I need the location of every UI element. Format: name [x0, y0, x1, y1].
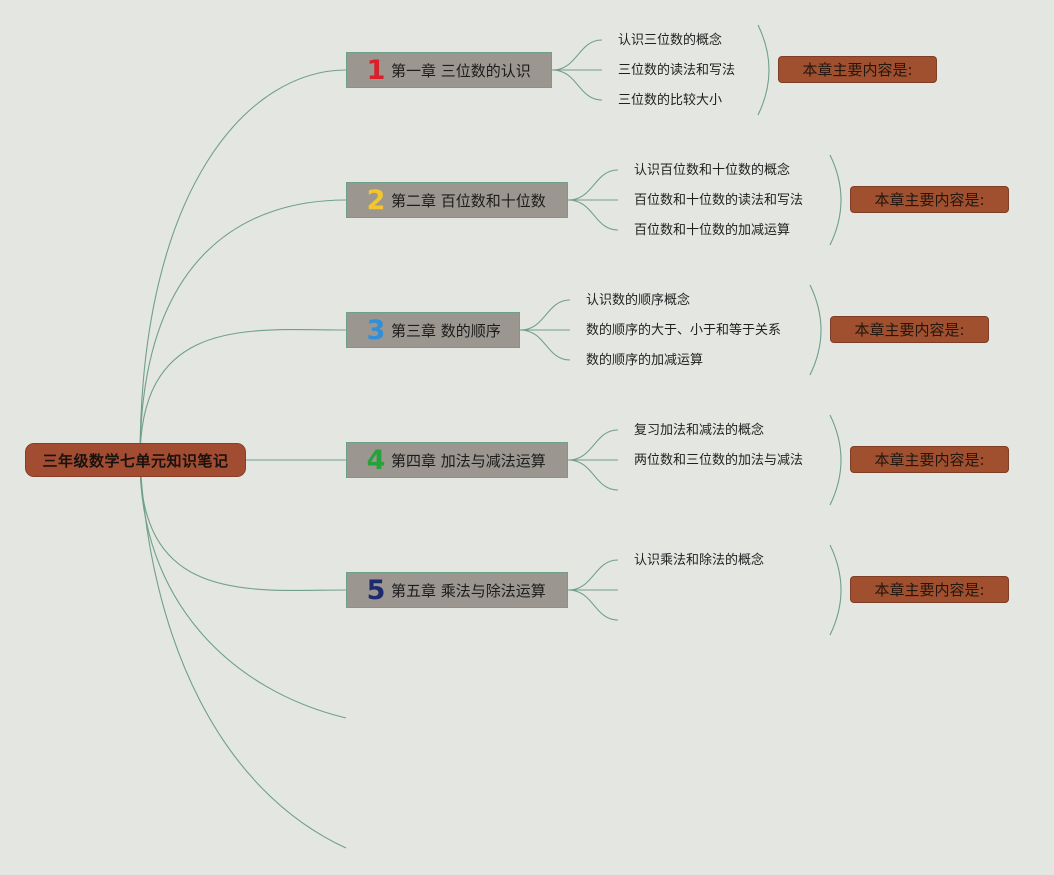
root-topic[interactable]: 三年级数学七单元知识笔记 — [25, 443, 246, 477]
chapter-4-label: 第四章 加法与减法运算 — [391, 451, 546, 470]
chapter-4-topic-1[interactable]: 复习加法和减法的概念 — [634, 423, 765, 438]
chapter-3-number: 3 — [366, 314, 386, 346]
chapter-3-summary[interactable]: 本章主要内容是: — [830, 316, 989, 343]
chapter-5-to-topic-1 — [567, 559, 619, 591]
chapter-5-topic-1[interactable]: 认识乘法和除法的概念 — [634, 553, 765, 568]
chapter-2-label: 第二章 百位数和十位数 — [391, 191, 546, 210]
chapter-1-topic-2[interactable]: 三位数的读法和写法 — [618, 63, 736, 78]
chapter-2-topic-3[interactable]: 百位数和十位数的加减运算 — [634, 223, 791, 238]
chapter-3-to-topic-3 — [519, 329, 571, 361]
chapter-2-number: 2 — [366, 184, 386, 216]
chapter-3-topic-3[interactable]: 数的顺序的加减运算 — [586, 353, 704, 368]
root-to-chapter-2 — [139, 199, 347, 461]
chapter-4-bracket — [829, 414, 842, 506]
chapter-3-node[interactable]: 3 第三章 数的顺序 — [346, 312, 520, 348]
chapter-1-to-topic-3 — [551, 69, 603, 101]
chapter-4-topic-2[interactable]: 两位数和三位数的加法与减法 — [634, 453, 804, 468]
root-to-chapter-1 — [139, 69, 347, 461]
chapter-1-node[interactable]: 1 第一章 三位数的认识 — [346, 52, 552, 88]
chapter-4-to-topic-3 — [567, 459, 619, 491]
chapter-5-node[interactable]: 5 第五章 乘法与除法运算 — [346, 572, 568, 608]
chapter-4-node[interactable]: 4 第四章 加法与减法运算 — [346, 442, 568, 478]
chapter-5-to-topic-3 — [567, 589, 619, 621]
chapter-5-number: 5 — [366, 574, 386, 606]
root-to-empty-branch-2 — [139, 459, 347, 849]
chapter-4-summary[interactable]: 本章主要内容是: — [850, 446, 1009, 473]
chapter-1-label: 第一章 三位数的认识 — [391, 61, 531, 80]
root-to-empty-branch-1 — [139, 459, 347, 719]
chapter-2-topic-1[interactable]: 认识百位数和十位数的概念 — [634, 163, 791, 178]
chapter-5-bracket — [829, 544, 842, 636]
chapter-3-bracket — [809, 284, 822, 376]
chapter-2-to-topic-3 — [567, 199, 619, 231]
chapter-1-number: 1 — [366, 54, 386, 86]
chapter-3-label: 第三章 数的顺序 — [391, 321, 501, 340]
chapter-5-label: 第五章 乘法与除法运算 — [391, 581, 546, 600]
chapter-2-bracket — [829, 154, 842, 246]
chapter-5-summary[interactable]: 本章主要内容是: — [850, 576, 1009, 603]
chapter-1-to-topic-1 — [551, 39, 603, 71]
chapter-1-summary[interactable]: 本章主要内容是: — [778, 56, 937, 83]
chapter-4-to-topic-1 — [567, 429, 619, 461]
chapter-3-topic-1[interactable]: 认识数的顺序概念 — [586, 293, 691, 308]
chapter-3-topic-2[interactable]: 数的顺序的大于、小于和等于关系 — [586, 323, 782, 338]
root-to-chapter-5 — [139, 459, 347, 591]
chapter-2-summary[interactable]: 本章主要内容是: — [850, 186, 1009, 213]
chapter-4-number: 4 — [366, 444, 386, 476]
root-to-chapter-3 — [139, 329, 347, 461]
chapter-2-node[interactable]: 2 第二章 百位数和十位数 — [346, 182, 568, 218]
chapter-1-topic-1[interactable]: 认识三位数的概念 — [618, 33, 723, 48]
chapter-2-to-topic-1 — [567, 169, 619, 201]
chapter-2-topic-2[interactable]: 百位数和十位数的读法和写法 — [634, 193, 804, 208]
chapter-1-bracket — [757, 24, 770, 116]
chapter-1-topic-3[interactable]: 三位数的比较大小 — [618, 93, 723, 108]
chapter-3-to-topic-1 — [519, 299, 571, 331]
